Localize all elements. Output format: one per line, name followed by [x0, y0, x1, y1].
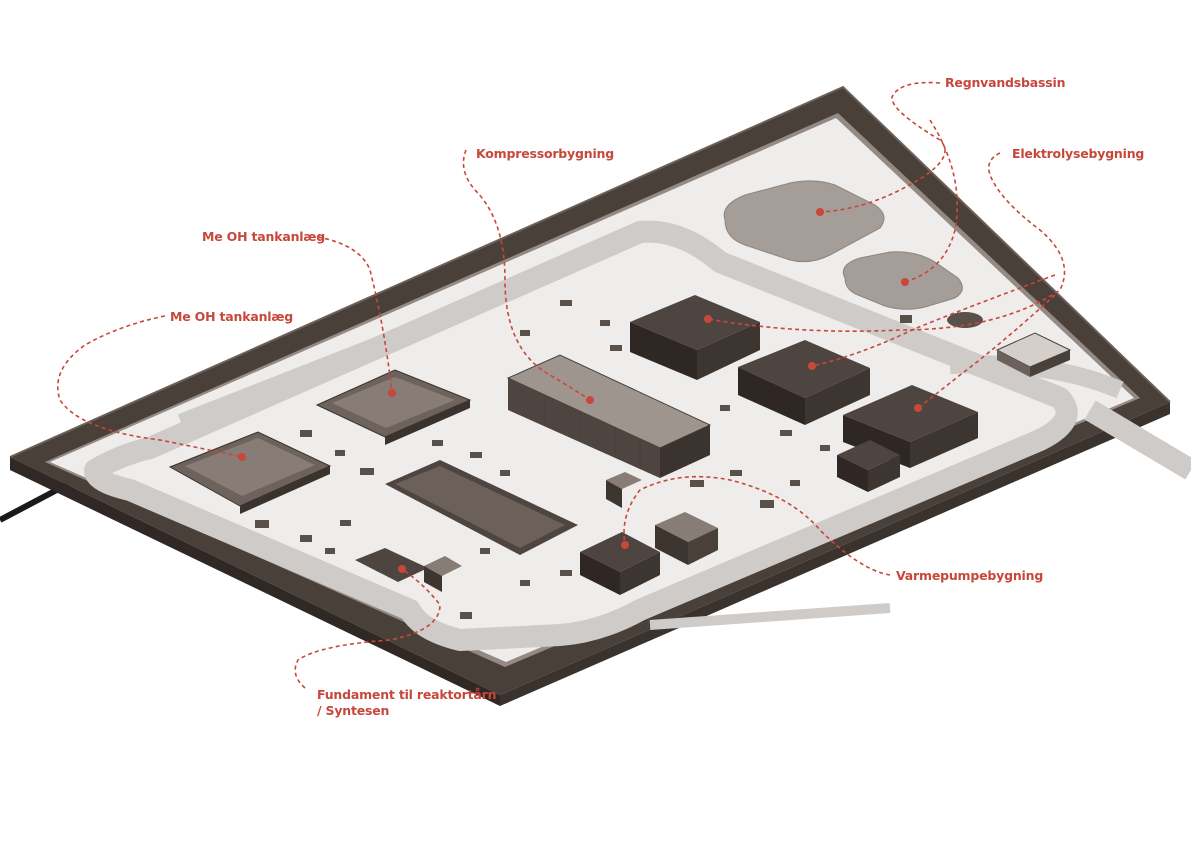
- leader-dot-meoh-tank-2: [238, 453, 246, 461]
- leader-dot-regnvandsbassin-2: [901, 278, 909, 286]
- label-meoh-tank-1: Me OH tankanlæg: [202, 229, 325, 244]
- leader-meoh-tank-2: [56, 315, 243, 458]
- label-leaders: [56, 81, 1066, 689]
- leader-dot-kompressorbygning: [586, 396, 594, 404]
- label-fundament-line2: / Syntesen: [317, 703, 390, 718]
- label-fundament: Fundament til reaktortårn: [317, 687, 497, 702]
- leader-dot-varmepumpebygning: [621, 541, 629, 549]
- meoh-tank-enclosures: [168, 369, 472, 514]
- leader-dot-meoh-tank-1: [388, 389, 396, 397]
- heat-pump-building: [580, 472, 718, 595]
- label-kompressorbygning: Kompressorbygning: [476, 146, 614, 161]
- leader-dot-elektrolysebygning-3: [914, 404, 922, 412]
- leader-dot-elektrolysebygning-1: [704, 315, 712, 323]
- leader-regnvandsbassin-2: [904, 119, 958, 283]
- leader-elektrolysebygning-2: [811, 274, 1056, 367]
- road-network: [84, 220, 1191, 651]
- compressor-hall: [506, 354, 712, 478]
- leader-elektrolysebygning-3: [917, 294, 1056, 409]
- leader-elektrolysebygning-1: [707, 152, 1066, 332]
- reactor-foundation: [355, 548, 462, 592]
- equipment-units: [255, 300, 912, 619]
- leader-fundament: [294, 568, 441, 689]
- central-tank-field: [385, 460, 578, 555]
- electrolysis-halls: [630, 295, 978, 492]
- leader-dot-fundament: [398, 565, 406, 573]
- label-meoh-tank-2: Me OH tankanlæg: [170, 309, 293, 324]
- leader-regnvandsbassin: [819, 81, 946, 213]
- leader-kompressorbygning: [462, 149, 591, 401]
- leader-varmepumpebygning: [623, 475, 891, 576]
- label-varmepumpebygning: Varmepumpebygning: [896, 568, 1044, 583]
- leader-dot-elektrolysebygning-2: [808, 362, 816, 370]
- leader-dot-regnvandsbassin: [816, 208, 824, 216]
- label-elektrolysebygning: Elektrolysebygning: [1012, 146, 1145, 161]
- label-regnvandsbassin: Regnvandsbassin: [945, 75, 1066, 90]
- gate-house: [995, 332, 1072, 377]
